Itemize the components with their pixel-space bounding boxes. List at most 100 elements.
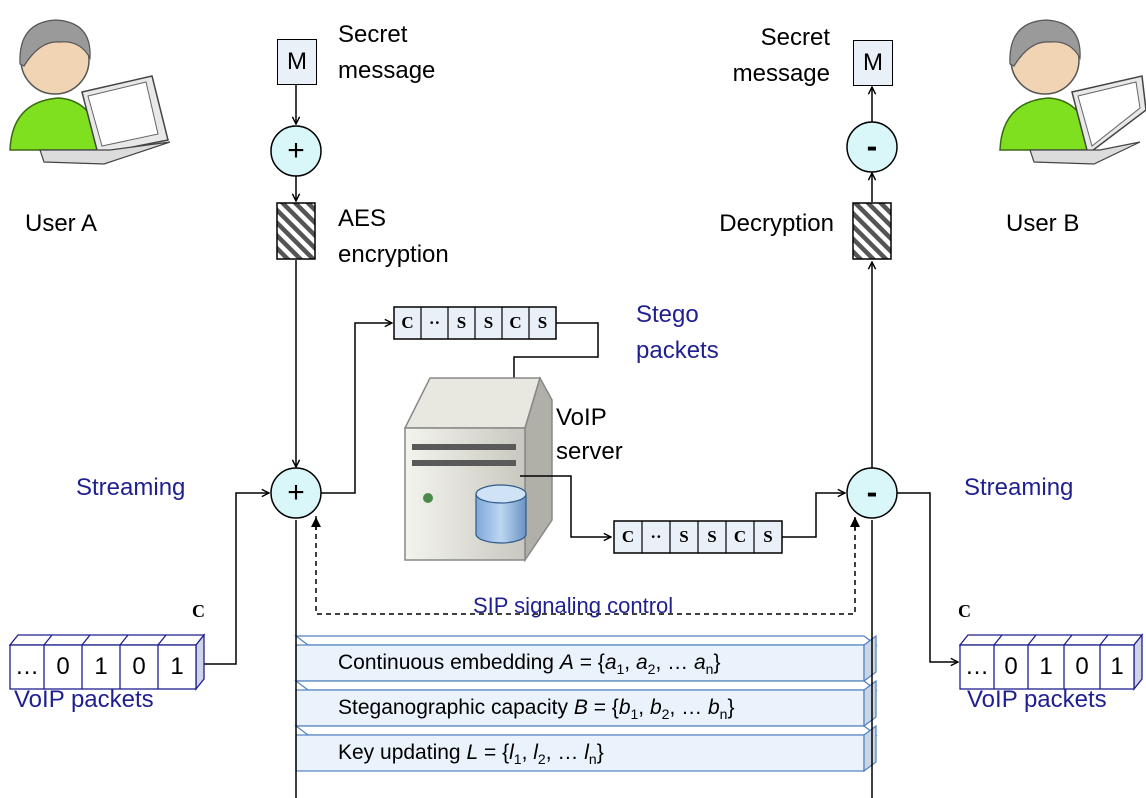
decryption-block <box>852 202 892 260</box>
voip-left-cell: 1 <box>94 653 108 680</box>
param-3-var: L <box>466 741 479 764</box>
voip-right-cell: 0 <box>1075 653 1089 680</box>
param-2-sub-n: n <box>719 706 728 723</box>
user-a-icon <box>9 19 171 165</box>
param-2-elem-c: b <box>707 696 720 719</box>
param-1-close: } <box>713 651 721 674</box>
param-3-close: } <box>596 741 604 764</box>
voip-left-cell: 0 <box>56 653 70 680</box>
stego-top-cell: ·· <box>428 313 441 332</box>
stego-bottom-cell: C <box>621 527 635 546</box>
stego-top-cell: S <box>537 313 548 332</box>
stego-top-cell: C <box>509 313 522 332</box>
param-1-elem-a: a <box>604 651 617 674</box>
minus-sign-top: - <box>866 128 878 164</box>
voip-packet-right <box>958 633 1144 691</box>
stego-bottom-cell: ·· <box>650 527 662 546</box>
param-2-eq: = { <box>587 696 619 719</box>
user-b-label: User B <box>1006 210 1080 237</box>
param-3-sub-2: 2 <box>537 751 546 768</box>
voip-packet-left <box>8 633 206 691</box>
param-1-sub-1: 1 <box>616 661 625 678</box>
plus-sign-top: + <box>287 134 305 167</box>
arrow-stego-to-extract <box>782 493 845 538</box>
sip-signaling-label: SIP signaling control <box>473 593 674 618</box>
sip-signaling-line <box>315 516 856 615</box>
voip-right-cell: 0 <box>1004 653 1018 680</box>
param-2-elem-b: b <box>649 696 662 719</box>
param-3-elem-c: l <box>584 741 589 764</box>
aes-label-line1: AES <box>338 205 387 232</box>
param-3-eq: = { <box>478 741 510 764</box>
arrow-embed-to-stego <box>321 323 392 494</box>
param-1-eq: = { <box>573 651 605 674</box>
database-icon <box>475 484 527 544</box>
voip-left-cell: 0 <box>132 653 146 680</box>
param-3-sub-1: 1 <box>513 751 522 768</box>
user-b-icon <box>999 19 1146 165</box>
voip-left-cell: … <box>15 653 39 680</box>
stego-bottom-cell: S <box>679 527 689 546</box>
param-2-sub-1: 1 <box>630 706 639 723</box>
aes-label-line2: encryption <box>338 241 449 268</box>
param-2-var: B <box>573 696 588 719</box>
param-1-sub-2: 2 <box>647 661 656 678</box>
param-3-elem-b: l <box>533 741 538 764</box>
param-2-name: Steganographic capacity <box>338 696 568 719</box>
param-continuous-embedding: Continuous embedding A = {a1, a2, … an} <box>338 646 720 680</box>
stego-top-cell: S <box>483 313 494 332</box>
secret-message-left-line1: Secret <box>338 21 408 48</box>
streaming-left-label: Streaming <box>76 474 186 501</box>
param-3-sub-n: n <box>588 751 597 768</box>
param-1-var: A <box>559 651 574 674</box>
arrow-stego-to-server <box>514 322 599 389</box>
arrow-voip-to-embed <box>204 493 269 665</box>
voip-right-cell: 1 <box>1039 653 1053 680</box>
param-2-ellipsis: , … <box>669 696 708 719</box>
user-a-label: User A <box>25 210 98 237</box>
stego-top-cell: C <box>401 313 414 332</box>
c-label-left: C <box>192 601 205 621</box>
param-2-sub-2: 2 <box>661 706 670 723</box>
param-1-ellipsis: , … <box>655 651 694 674</box>
decryption-label: Decryption <box>719 210 834 237</box>
parameter-stripe-1 <box>294 634 878 683</box>
secret-message-right-line1: Secret <box>760 24 830 51</box>
param-3-ellipsis: , … <box>545 741 585 764</box>
param-2-sep: , <box>638 696 650 719</box>
stego-bottom-cell: C <box>733 527 747 546</box>
param-2-elem-a: b <box>618 696 631 719</box>
param-3-sep: , <box>521 741 534 764</box>
stego-bottom-cell: S <box>763 527 773 546</box>
server-label-line2: server <box>556 438 623 465</box>
param-1-elem-c: a <box>693 651 706 674</box>
streaming-right-label: Streaming <box>964 474 1074 501</box>
stego-label-line1: Stego <box>636 301 699 328</box>
param-3-elem-a: l <box>509 741 514 764</box>
param-2-close: } <box>727 696 735 719</box>
parameter-stripe-2 <box>294 679 878 728</box>
voip-right-cell: … <box>965 653 989 680</box>
voip-packets-right-label: VoIP packets <box>967 686 1107 713</box>
voip-right-cell: 1 <box>1110 653 1124 680</box>
param-3-name: Key updating <box>338 741 461 764</box>
aes-encryption-block <box>276 202 316 260</box>
param-1-elem-b: a <box>635 651 648 674</box>
param-1-name: Continuous embedding <box>338 651 554 674</box>
message-box-left: M <box>277 39 317 85</box>
voip-packets-left-label: VoIP packets <box>14 686 154 713</box>
param-key-updating: Key updating L = {l1, l2, … ln} <box>338 736 604 770</box>
parameter-stripe-3 <box>294 724 878 773</box>
secret-message-right-line2: message <box>732 60 830 87</box>
secret-message-left-line2: message <box>338 57 436 84</box>
c-label-right: C <box>958 601 971 621</box>
minus-sign-extract: - <box>866 474 878 510</box>
arrow-server-to-stego <box>520 475 611 537</box>
stego-bottom-cell: S <box>707 527 717 546</box>
message-box-right: M <box>853 40 893 86</box>
arrow-extract-to-voip <box>897 492 958 662</box>
stego-top-cell: S <box>456 313 467 332</box>
voip-left-cell: 1 <box>170 653 184 680</box>
server-label-line1: VoIP <box>556 404 607 431</box>
